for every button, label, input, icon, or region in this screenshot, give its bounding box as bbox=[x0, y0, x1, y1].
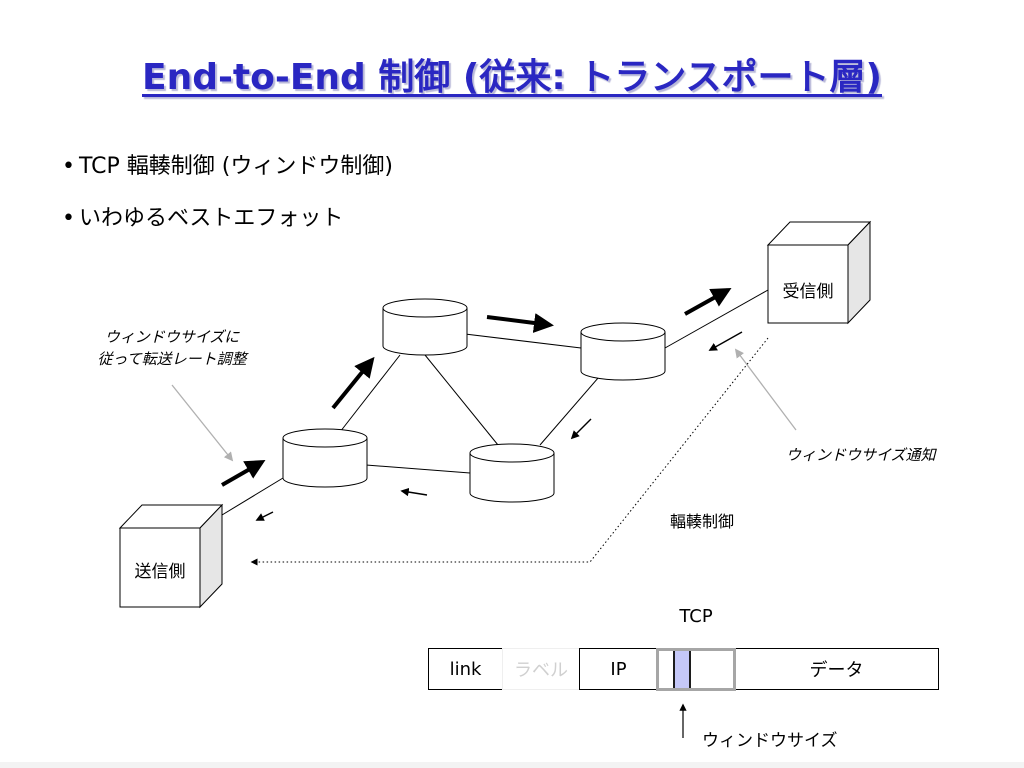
tcp-header-label: TCP bbox=[679, 606, 713, 627]
links bbox=[221, 289, 769, 516]
notify-pointer bbox=[734, 348, 797, 431]
sender-node bbox=[118, 503, 224, 609]
return-arrow-3 bbox=[400, 487, 428, 497]
link-router3-router4 bbox=[539, 369, 606, 446]
forward-arrows bbox=[221, 288, 732, 487]
router-2 bbox=[382, 298, 468, 356]
bullet-best-effort: •いわゆるベストエフォット bbox=[62, 200, 343, 232]
bullet-text: いわゆるベストエフォット bbox=[78, 206, 344, 231]
forward-arrow-3 bbox=[486, 313, 554, 333]
router-1 bbox=[282, 428, 368, 488]
bullet-text: TCP 輻輳制御 (ウィンドウ制御) bbox=[78, 154, 393, 179]
congestion-annotation: 輻輳制御 bbox=[670, 512, 735, 531]
return-arrow-4 bbox=[255, 511, 274, 521]
page-title: End-to-End 制御 (従来: トランスポート層) bbox=[142, 57, 882, 98]
link-router1-router2 bbox=[339, 354, 401, 433]
window-size-field bbox=[673, 651, 691, 688]
return-arrow-2 bbox=[570, 418, 592, 440]
notify-annotation: ウィンドウサイズ通知 bbox=[786, 446, 936, 464]
link-sender-router1 bbox=[221, 477, 284, 516]
data-field: データ bbox=[734, 648, 939, 690]
forward-arrow-1 bbox=[221, 460, 266, 487]
bullet-dot: • bbox=[62, 206, 75, 231]
rate-annotation-line-2: 従って転送レート調整 bbox=[97, 350, 247, 368]
rate-annotation: ウィンドウサイズに 従って転送レート調整 bbox=[72, 326, 272, 370]
tcp-header-box bbox=[656, 648, 736, 691]
sender-label: 送信側 bbox=[134, 562, 186, 582]
footer-band bbox=[0, 762, 1024, 768]
link-router2-router4 bbox=[424, 354, 499, 446]
return-arrow-1 bbox=[708, 331, 743, 351]
annotation-pointers bbox=[171, 348, 797, 462]
rate-annotation-line-1: ウィンドウサイズに bbox=[104, 328, 240, 346]
receiver-node bbox=[766, 220, 872, 325]
forward-arrow-4 bbox=[684, 288, 732, 316]
ip-field: IP bbox=[579, 648, 658, 690]
link-router1-router4 bbox=[365, 464, 471, 474]
return-arrows bbox=[255, 331, 743, 521]
link-router2-router3 bbox=[464, 333, 582, 349]
bullet-dot: • bbox=[62, 154, 75, 179]
label-field: ラベル bbox=[502, 648, 580, 690]
forward-arrow-2 bbox=[331, 356, 375, 410]
link-field: link bbox=[428, 648, 503, 690]
bullet-tcp-congestion: •TCP 輻輳制御 (ウィンドウ制御) bbox=[62, 148, 393, 180]
rate-pointer bbox=[171, 384, 234, 462]
link-router3-receiver bbox=[664, 289, 769, 349]
router-3 bbox=[580, 322, 666, 381]
router-4 bbox=[469, 443, 555, 503]
receiver-label: 受信側 bbox=[782, 282, 834, 302]
window-size-label: ウィンドウサイズ bbox=[702, 731, 838, 751]
